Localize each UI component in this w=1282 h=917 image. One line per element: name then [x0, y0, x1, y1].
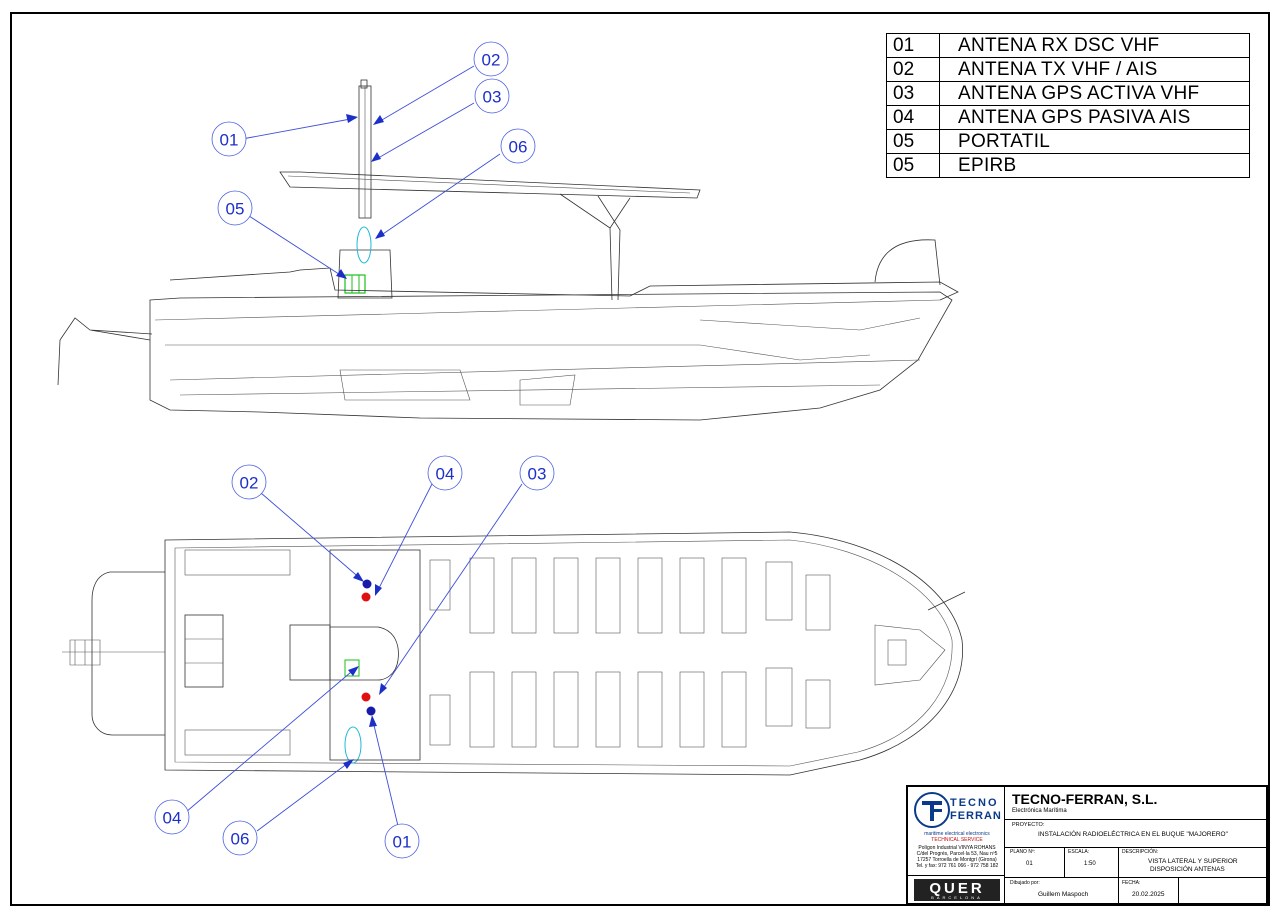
svg-text:06: 06 [231, 830, 250, 849]
company-sub: Electrónica Marítima [1012, 808, 1067, 814]
svg-text:06: 06 [509, 138, 528, 157]
callout-side-02: 02 [473, 41, 509, 77]
svg-text:01: 01 [220, 131, 239, 150]
project-title: INSTALACIÓN RADIOELÉCTRICA EN EL BUQUE "… [1038, 831, 1228, 838]
callout-top-06: 06 [222, 820, 258, 856]
dibujado-value: Guillem Maspoch [1038, 891, 1089, 898]
svg-text:01: 01 [393, 833, 412, 852]
marker-blue-02 [362, 579, 372, 589]
svg-text:03: 03 [528, 465, 547, 484]
callout-side-05: 05 [217, 190, 253, 226]
marker-red-03 [361, 592, 371, 602]
marker-blue-01 [366, 706, 376, 716]
quer-logo: QUER BARCELONA [914, 879, 1000, 901]
callout-top-04a: 04 [427, 455, 463, 491]
fecha-value: 20.02.2025 [1132, 891, 1165, 898]
svg-text:04: 04 [436, 465, 455, 484]
svg-text:03: 03 [483, 88, 502, 107]
descripcion-2: DISPOSICIÓN ANTENAS [1150, 866, 1225, 873]
descripcion-1: VISTA LATERAL Y SUPERIOR [1148, 858, 1238, 865]
callout-top-01: 01 [384, 823, 420, 859]
top-callout-leaders [185, 483, 523, 832]
svg-text:05: 05 [226, 200, 245, 219]
side-view [57, 65, 959, 421]
side-callout-leaders [241, 65, 501, 279]
title-block: TECNO FERRAN maritime electrical electro… [906, 785, 1268, 905]
company-name: TECNO-FERRAN, S.L. [1012, 791, 1158, 807]
callout-top-04b: 04 [154, 799, 190, 835]
marker-red-04 [361, 692, 371, 702]
drawing-frame [10, 12, 1270, 906]
callout-side-06: 06 [500, 128, 536, 164]
callout-top-03: 03 [519, 455, 555, 491]
callout-top-02: 02 [231, 464, 267, 500]
escala-value: 1:50 [1084, 861, 1096, 867]
svg-text:02: 02 [482, 51, 501, 70]
top-view [62, 483, 966, 832]
plano-value: 01 [1026, 861, 1033, 867]
tecno-ferran-logo: TECNO FERRAN [912, 791, 1002, 831]
svg-text:02: 02 [240, 474, 259, 493]
callout-side-01: 01 [211, 121, 247, 157]
callout-side-03: 03 [474, 78, 510, 114]
svg-text:04: 04 [163, 809, 182, 828]
